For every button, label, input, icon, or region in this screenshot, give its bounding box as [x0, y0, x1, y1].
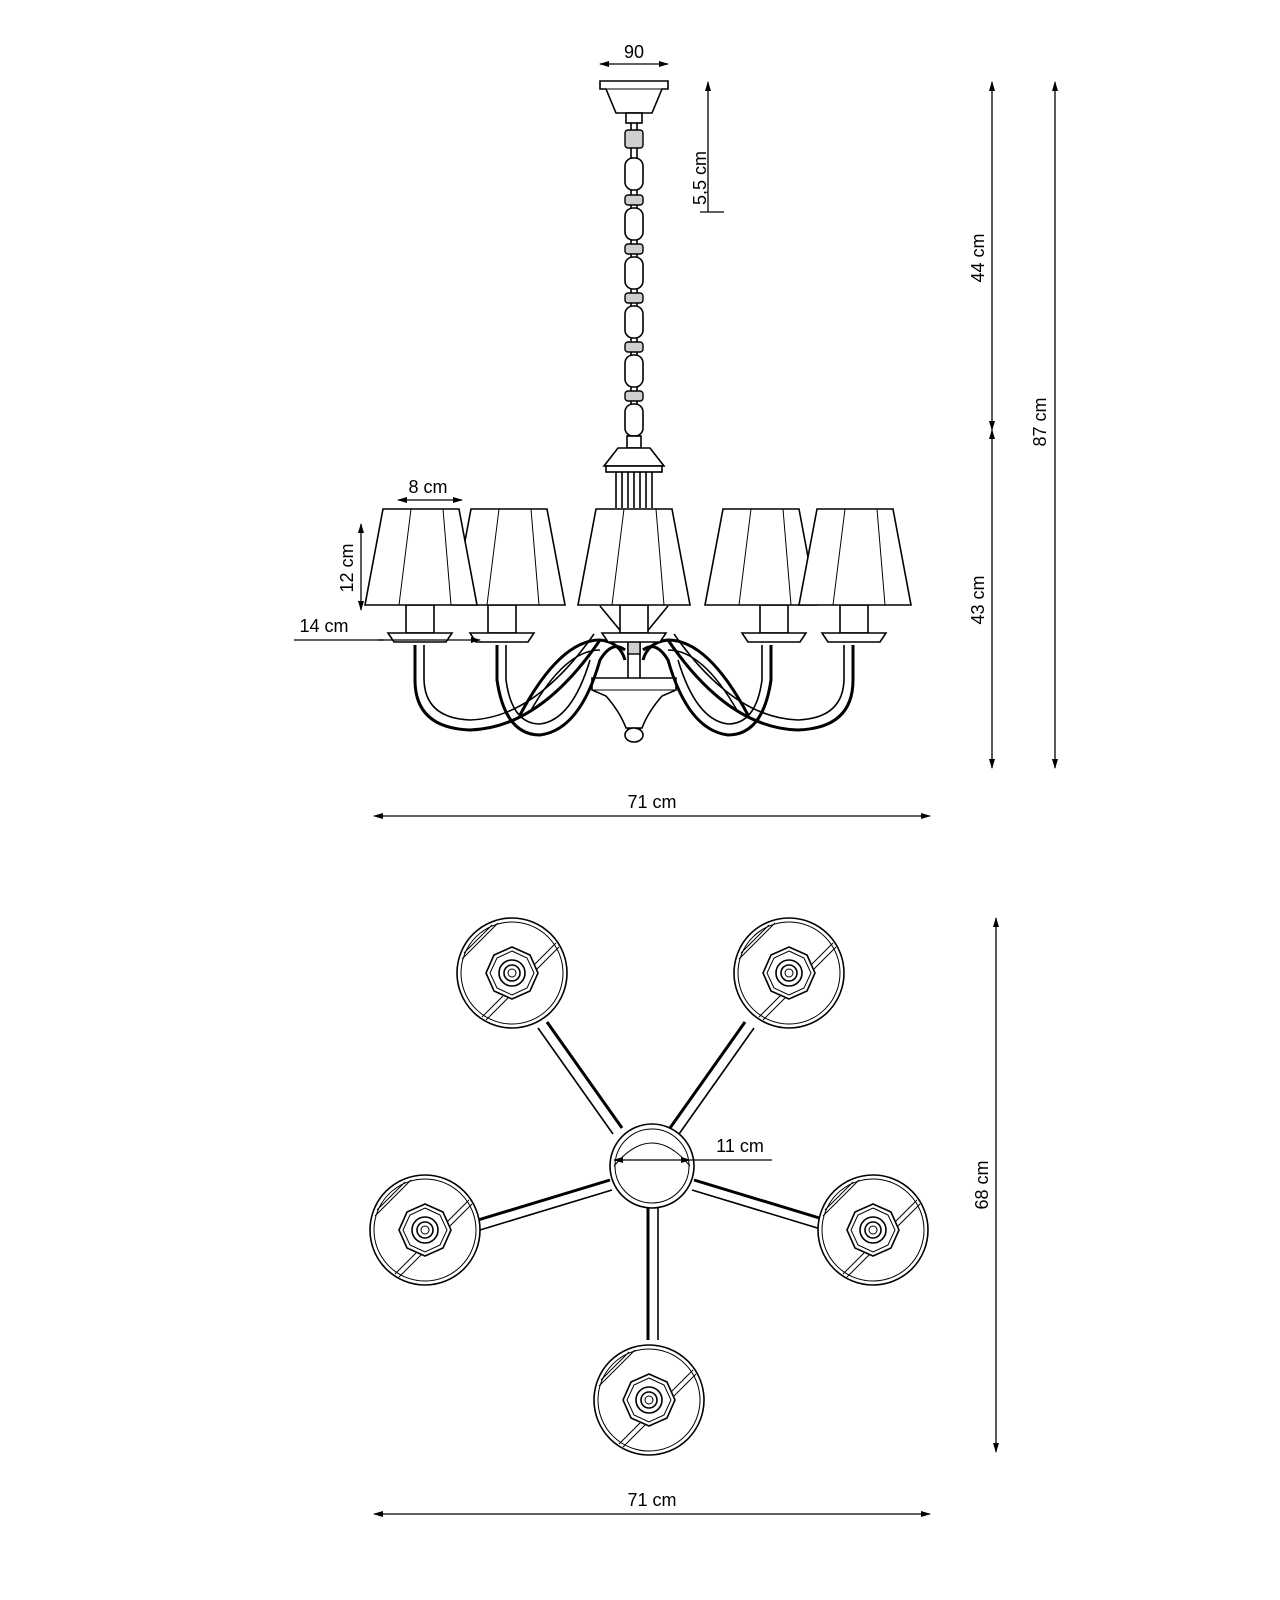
side-width-label: 71 cm: [627, 792, 676, 812]
side-view: 90 5,5 cm 44 cm 43 cm 87 cm 8 cm 12 cm: [294, 42, 1058, 819]
dim-chain-link: 5,5 cm: [690, 81, 724, 213]
dim-top-width: 71 cm: [373, 1490, 931, 1517]
dim-top-depth: 68 cm: [972, 917, 999, 1453]
shade-bottom-label: 14 cm: [299, 616, 348, 636]
candle-cups: [386, 604, 888, 643]
dim-lower-height: 43 cm: [968, 429, 995, 769]
chain: [624, 123, 644, 449]
dim-side-width: 71 cm: [373, 792, 931, 819]
lamp-shades: [364, 508, 912, 606]
dim-canopy-width: 90: [599, 42, 669, 67]
top-width-label: 71 cm: [627, 1490, 676, 1510]
top-depth-label: 68 cm: [972, 1160, 992, 1209]
ceiling-canopy: [599, 80, 669, 124]
dim-total-height: 87 cm: [1030, 81, 1058, 769]
center-hub: [609, 1123, 695, 1209]
dim-center-diameter: 11 cm: [613, 1136, 772, 1163]
total-height-label: 87 cm: [1030, 397, 1050, 446]
top-arms: [477, 1021, 827, 1340]
canopy-width-label: 90: [624, 42, 644, 62]
center-body: [591, 447, 677, 743]
dim-shade-bottom: 14 cm: [294, 616, 481, 643]
dim-shade-height: 12 cm: [337, 523, 364, 611]
upper-height-label: 44 cm: [968, 233, 988, 282]
chain-link-label: 5,5 cm: [690, 151, 710, 205]
top-view: 11 cm 68 cm 71 cm: [369, 917, 999, 1517]
shade-height-label: 12 cm: [337, 543, 357, 592]
dim-upper-height: 44 cm: [968, 81, 995, 431]
shade-top-label: 8 cm: [408, 477, 447, 497]
arms: [413, 605, 855, 737]
lower-height-label: 43 cm: [968, 575, 988, 624]
dim-shade-top: 8 cm: [397, 477, 463, 503]
center-diameter-label: 11 cm: [716, 1136, 764, 1156]
